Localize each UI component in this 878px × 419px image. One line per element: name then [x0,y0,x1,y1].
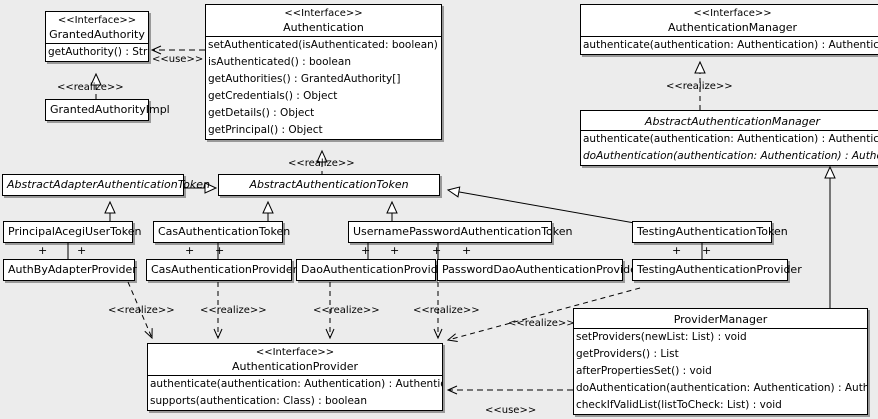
class-cas-authentication-token[interactable]: CasAuthenticationToken [153,221,291,243]
edge-label-realize-password-dao-provider: <<realize>> [413,305,480,316]
edge-label-realize-cas-provider: <<realize>> [200,305,267,316]
class-name: TestingAuthenticationToken [637,225,788,238]
class-header: <<Interface>> GrantedAuthority [46,12,148,43]
stereotype-label: <<Interface>> [255,347,335,358]
assoc-plus-cas-left: + [185,244,195,257]
edge-label-use-provider-manager: <<use>> [485,405,537,416]
assoc-plus-userpass-left2: + [432,244,442,257]
edge-label-realize-auth-by-adapter: <<realize>> [108,305,175,316]
stereotype-label: <<Interface>> [284,8,363,19]
class-name: AuthenticationProvider [231,360,359,373]
operation: getAuthority() : String [48,46,148,58]
operations-compartment: authenticate(authentication: Authenticat… [581,36,878,54]
edge-label-realize-granted-authority-impl: <<realize>> [57,82,124,93]
class-authentication[interactable]: <<Interface>> Authentication setAuthenti… [205,4,442,140]
class-name: AuthenticationManager [668,21,797,34]
class-cas-authentication-provider[interactable]: CasAuthenticationProvider [146,259,298,281]
class-abstract-adapter-authentication-token[interactable]: AbstractAdapterAuthenticationToken [2,174,210,196]
class-name: DaoAuthenticationProvider [301,263,449,276]
assoc-plus-cas-right: + [215,244,225,257]
operation: afterPropertiesSet() : void [576,365,712,377]
class-name: AbstractAuthenticationManager [644,115,821,128]
class-name: TestingAuthenticationProvider [637,263,802,276]
class-name: PrincipalAcegiUserToken [8,225,142,238]
operations-compartment: authenticate(authentication: Authenticat… [581,130,878,165]
class-name: CasAuthenticationProvider [151,263,298,276]
operation: getDetails() : Object [208,107,315,119]
class-name: ProviderManager [673,313,768,326]
class-name: AbstractAdapterAuthenticationToken [7,178,210,191]
class-provider-manager[interactable]: ProviderManager setProviders(newList: Li… [573,308,868,415]
operation: authenticate(authentication: Authenticat… [583,133,878,145]
class-header: <<Interface>> Authentication [206,5,441,36]
assoc-plus-principal-left: + [38,244,48,257]
class-name: Authentication [283,21,364,34]
operation: doAuthentication(authentication: Authent… [583,150,878,162]
edge-label-realize-provider-manager: <<realize>> [508,318,575,329]
edge-label-realize-abstract-auth-manager: <<realize>> [666,81,733,92]
assoc-plus-userpass-right: + [390,244,400,257]
class-principal-acegi-user-token[interactable]: PrincipalAcegiUserToken [3,221,142,243]
class-authentication-manager[interactable]: <<Interface>> AuthenticationManager auth… [580,4,878,55]
operation: authenticate(authentication: Authenticat… [150,378,442,390]
operation: getProviders() : List [576,348,679,360]
class-name: GrantedAuthorityImpl [50,103,170,116]
class-name: UsernamePasswordAuthenticationToken [353,225,573,238]
operations-compartment: setProviders(newList: List) : void getPr… [574,328,867,414]
class-header: <<Interface>> AuthenticationProvider [148,344,442,375]
assoc-plus-testing-left: + [672,244,682,257]
operation: checkIfValidList(listToCheck: List) : vo… [576,399,782,411]
class-dao-authentication-provider[interactable]: DaoAuthenticationProvider [296,259,449,281]
class-header: <<Interface>> AuthenticationManager [581,5,878,36]
operation: getPrincipal() : Object [208,124,323,136]
class-name: CasAuthenticationToken [158,225,291,238]
operation: getAuthorities() : GrantedAuthority[] [208,73,401,85]
class-name: PasswordDaoAuthenticationProvider [442,263,642,276]
class-testing-authentication-provider[interactable]: TestingAuthenticationProvider [632,259,802,281]
operation: doAuthentication(authentication: Authent… [576,382,867,394]
operations-compartment: authenticate(authentication: Authenticat… [148,375,442,410]
operations-compartment: getAuthority() : String [46,43,148,61]
operations-compartment: setAuthenticated(isAuthenticated: boolea… [206,36,441,139]
class-abstract-authentication-token[interactable]: AbstractAuthenticationToken [218,174,440,196]
class-header: AbstractAuthenticationManager [581,111,878,130]
class-name: AuthByAdapterProvider [8,263,137,276]
class-username-password-authentication-token[interactable]: UsernamePasswordAuthenticationToken [348,221,573,243]
assoc-plus-userpass-right2: + [462,244,472,257]
operation: isAuthenticated() : boolean [208,56,351,68]
stereotype-label: <<Interface>> [693,8,772,19]
edge-label-realize-authentication-token: <<realize>> [288,158,355,169]
class-granted-authority[interactable]: <<Interface>> GrantedAuthority getAuthor… [45,11,149,62]
edge-label-use-granted-authority: <<use>> [152,54,204,65]
class-authentication-provider[interactable]: <<Interface>> AuthenticationProvider aut… [147,343,443,411]
operation: getCredentials() : Object [208,90,338,102]
class-testing-authentication-token[interactable]: TestingAuthenticationToken [632,221,788,243]
stereotype-label: <<Interface>> [57,15,137,26]
edge-label-realize-dao-provider: <<realize>> [313,305,380,316]
assoc-plus-principal-right: + [77,244,87,257]
assoc-plus-userpass-left: + [361,244,371,257]
class-granted-authority-impl[interactable]: GrantedAuthorityImpl [45,99,170,121]
class-auth-by-adapter-provider[interactable]: AuthByAdapterProvider [3,259,137,281]
operation: authenticate(authentication: Authenticat… [583,39,878,51]
class-name: AbstractAuthenticationToken [249,178,409,191]
class-header: ProviderManager [574,309,867,328]
class-name: GrantedAuthority [49,28,145,41]
operation: setProviders(newList: List) : void [576,331,747,343]
class-password-dao-authentication-provider[interactable]: PasswordDaoAuthenticationProvider [437,259,642,281]
operation: setAuthenticated(isAuthenticated: boolea… [208,39,441,51]
assoc-plus-testing-right: + [702,244,712,257]
class-abstract-authentication-manager[interactable]: AbstractAuthenticationManager authentica… [580,110,878,166]
operation: supports(authentication: Class) : boolea… [150,395,367,407]
